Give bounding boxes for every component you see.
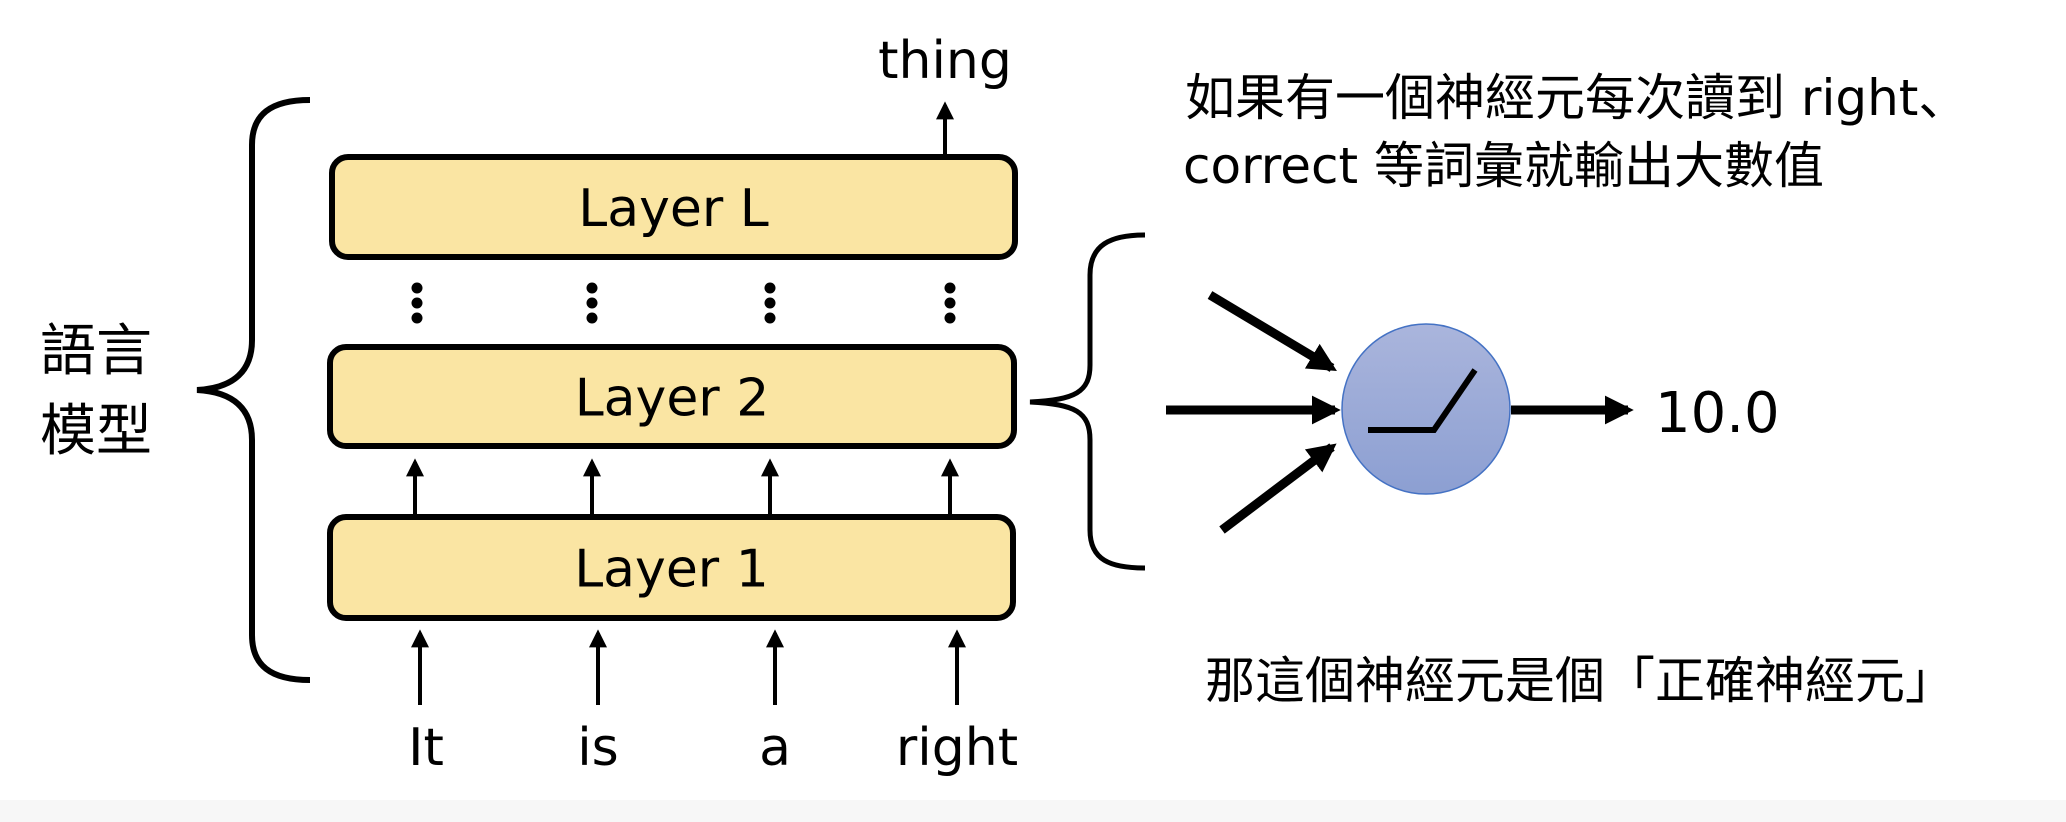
continuation-dots-icon	[764, 282, 776, 324]
neuron-input-arrow-top	[1207, 291, 1337, 372]
layer-box: Layer 2	[327, 344, 1017, 449]
layer-label: Layer 1	[574, 540, 769, 600]
annotation-conclusion: 那這個神經元是個「正確神經元」	[1205, 652, 1955, 710]
neuron-zoom-brace	[1029, 232, 1146, 571]
neuron-output-value: 10.0	[1655, 381, 1780, 446]
input-token: It	[408, 718, 444, 778]
continuation-dots-icon	[586, 282, 598, 324]
output-token: thing	[878, 31, 1012, 91]
continuation-dots-icon	[944, 282, 956, 324]
model-label-line1: 語言	[40, 319, 152, 384]
model-label-line2: 模型	[40, 399, 152, 464]
bottom-band	[0, 800, 2066, 822]
layer-box: Layer 1	[327, 514, 1016, 621]
annotation-line2: correct 等詞彙就輸出大數值	[1183, 137, 1824, 195]
neuron-input-arrow-bottom	[1219, 443, 1337, 534]
input-token: a	[759, 718, 791, 778]
layer-label: Layer L	[578, 179, 769, 239]
input-token: is	[577, 718, 619, 778]
relu-activation-icon	[1368, 368, 1478, 433]
model-brace	[196, 97, 311, 683]
layer-box: Layer L	[329, 154, 1018, 260]
neuron-circle	[1341, 323, 1511, 495]
annotation-line1: 如果有一個神經元每次讀到 right、	[1185, 69, 1968, 127]
continuation-dots-icon	[411, 282, 423, 324]
input-token: right	[896, 718, 1018, 778]
layer-label: Layer 2	[575, 369, 770, 429]
